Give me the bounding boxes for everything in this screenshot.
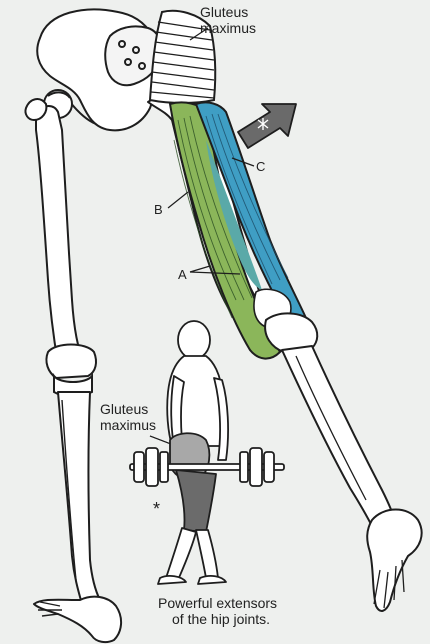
label-muscle-c: C [256,160,265,174]
caption-line1: Powerful extensors [158,596,277,611]
caption-line2: of the hip joints. [172,612,270,627]
label-muscle-a: A [178,268,187,282]
label-gluteus-maximus-figure-line1: Gluteus [100,402,148,417]
label-gluteus-maximus-top-line2: maximus [200,21,256,36]
label-asterisk: * [153,500,160,519]
label-gluteus-maximus-figure-line2: maximus [100,418,156,433]
left-knee [46,345,96,397]
label-gluteus-maximus-top-line1: Gluteus [200,5,248,20]
label-muscle-b: B [154,203,163,217]
